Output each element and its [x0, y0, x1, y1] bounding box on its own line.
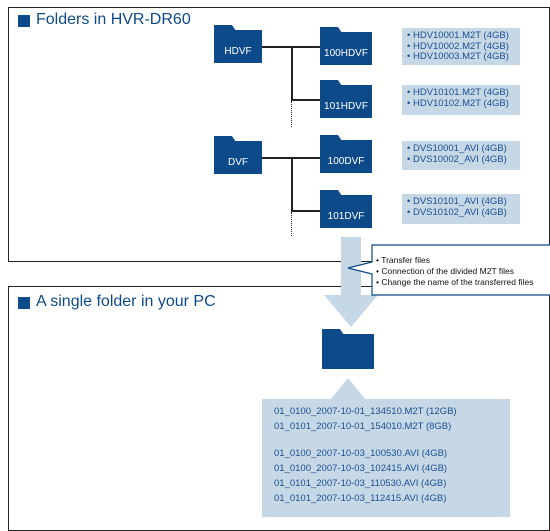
file-item: HDV10102.M2T (4GB): [407, 98, 515, 110]
folder-100hdvf: 100HDVF: [320, 27, 372, 65]
tree-branch-101hdvf: [291, 99, 320, 101]
m2t-file: 01_0100_2007-10-01_134510.M2T (12GB): [274, 406, 457, 417]
title-square-icon: [18, 15, 30, 27]
folder-101hdvf: 101HDVF: [320, 80, 372, 118]
pc-folder: [322, 329, 374, 369]
folder-label: 100HDVF: [324, 48, 368, 59]
pc-file-list: 01_0100_2007-10-01_134510.M2T (12GB) 01_…: [262, 399, 510, 517]
folder-label: HDVF: [224, 46, 252, 57]
title-square-icon: [18, 297, 30, 309]
list-spacer: [274, 434, 498, 446]
folder-icon: [320, 190, 372, 228]
transfer-note: Transfer files: [376, 255, 534, 266]
folder-icon: [320, 135, 372, 173]
file-item: DVS10002_AVI (4GB): [407, 154, 515, 166]
folder-icon: [320, 80, 372, 118]
tree-branch-101dvf: [291, 210, 320, 212]
tree-trunk-dvf: [291, 157, 293, 210]
tree-line-dvf: [255, 157, 320, 159]
tree-dotted-dvf: [291, 212, 292, 236]
folder-label: 101DVF: [327, 211, 365, 222]
file-item: DVS10101_AVI (4GB): [407, 196, 515, 208]
file-item: HDV10101.M2T (4GB): [407, 87, 515, 99]
transfer-note: Change the name of the transferred files: [376, 277, 533, 288]
file-list-100dvf: DVS10001_AVI (4GB) DVS10002_AVI (4GB): [402, 141, 520, 170]
folder-icon: [214, 25, 262, 63]
avi-file: 01_0100_2007-10-03_102415.AVI (4GB): [274, 463, 448, 474]
file-list-101hdvf: HDV10101.M2T (4GB) HDV10102.M2T (4GB): [402, 85, 520, 115]
avi-file: 01_0101_2007-10-03_110530.AVI (4GB): [274, 478, 447, 489]
file-item: HDV10001.M2T (4GB): [407, 30, 515, 42]
folder-label: 101HDVF: [324, 101, 368, 112]
transfer-arrow-head: [324, 295, 378, 327]
avi-file: 01_0100_2007-10-03_100530.AVI (4GB): [274, 448, 448, 459]
file-list-101dvf: DVS10101_AVI (4GB) DVS10102_AVI (4GB): [402, 194, 520, 224]
folder-100dvf: 100DVF: [320, 135, 372, 173]
folder-label: DVF: [228, 157, 248, 168]
folder-hdvf: HDVF: [214, 25, 262, 63]
tree-trunk-hdvf: [291, 46, 293, 99]
m2t-file: 01_0101_2007-10-01_154010.M2T (8GB): [274, 421, 452, 432]
file-item: DVS10102_AVI (4GB): [407, 207, 515, 219]
tree-dotted-hdvf: [291, 101, 292, 127]
file-list-pointer: [330, 378, 366, 400]
folder-icon: [320, 27, 372, 65]
pc-folder-panel-title: A single folder in your PC: [36, 293, 216, 310]
folder-label: 100DVF: [327, 156, 365, 167]
folder-101dvf: 101DVF: [320, 190, 372, 228]
file-item: HDV10003.M2T (4GB): [407, 51, 515, 63]
folder-icon: [214, 136, 262, 174]
file-item: HDV10002.M2T (4GB): [407, 41, 515, 53]
transfer-note: Connection of the divided M2T files: [376, 266, 534, 277]
file-item: DVS10001_AVI (4GB): [407, 143, 515, 155]
avi-file: 01_0101_2007-10-03_112415.AVI (4GB): [274, 493, 447, 504]
transfer-notes: Transfer files Connection of the divided…: [376, 255, 534, 288]
folder-icon: [322, 329, 374, 369]
folder-dvf: DVF: [214, 136, 262, 174]
file-list-100hdvf: HDV10001.M2T (4GB) HDV10002.M2T (4GB) HD…: [402, 28, 520, 65]
tree-line-hdvf: [255, 46, 320, 48]
hvr-dr60-panel-title: Folders in HVR-DR60: [36, 11, 191, 28]
